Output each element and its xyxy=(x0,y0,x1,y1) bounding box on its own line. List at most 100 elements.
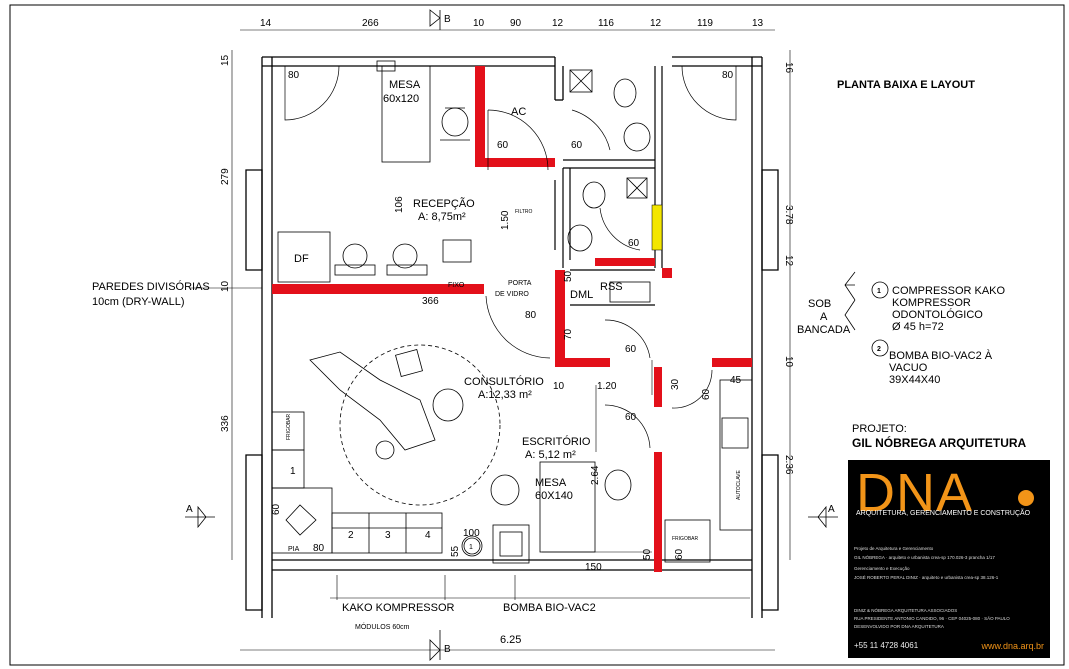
rss-label: RSS xyxy=(600,281,623,293)
dim-150v: 1.50 xyxy=(500,210,511,230)
dim-60e: 60 xyxy=(701,388,712,400)
dim-top-6: 12 xyxy=(650,18,662,29)
module-2: 2 xyxy=(348,530,354,541)
logo-dot-icon xyxy=(1018,490,1034,506)
yellow-highlight xyxy=(651,204,663,251)
dim-top-3: 90 xyxy=(510,18,522,29)
dim-150h: 150 xyxy=(585,562,602,573)
dim-10: 10 xyxy=(553,381,565,392)
dim-right-3: 10 xyxy=(783,356,794,368)
dim-45: 45 xyxy=(730,375,742,386)
frigobar-label-2: FRIGOBAR xyxy=(672,536,699,542)
autoclave-label: AUTOCLAVE xyxy=(736,470,742,500)
dim-80c: 80 xyxy=(525,310,537,321)
dim-60d: 60 xyxy=(625,344,637,355)
door-swings xyxy=(284,65,737,449)
section-b-top: B xyxy=(444,14,451,25)
bomba-label: BOMBA BIO-VAC2 xyxy=(503,602,596,614)
dim-top-2: 10 xyxy=(473,18,485,29)
filtro-label: FILTRO xyxy=(515,209,533,215)
legend-1-line-4: Ø 45 h=72 xyxy=(892,321,944,333)
dim-top-4: 12 xyxy=(552,18,564,29)
module-4: 4 xyxy=(425,530,431,541)
consultorio-area: A:12,33 m² xyxy=(478,389,532,401)
drywall-partitions xyxy=(272,66,752,572)
legend-1-line-3: ODONTOLÓGICO xyxy=(892,308,983,321)
reception-name: RECEPÇÃO xyxy=(413,197,475,210)
dimension-lines xyxy=(231,29,791,651)
info-line-4: DINIZ & NÓBREGA ARQUITETURA ASSOCIADOS xyxy=(854,608,958,613)
partition-note-1: PAREDES DIVISÓRIAS xyxy=(92,280,210,293)
modulos-label: MÓDULOS 60cm xyxy=(355,622,410,631)
legend-1-num: 1 xyxy=(877,288,881,295)
partition-note-2: 10cm (DRY-WALL) xyxy=(92,296,185,308)
info-line-0: Projeto de Arquitetura e Gerenciamento xyxy=(854,546,934,551)
frigobar-label-1: FRIGOBAR xyxy=(286,413,292,440)
porta-vidro-label-2: DE VIDRO xyxy=(495,291,529,298)
dim-120: 1.20 xyxy=(597,381,617,392)
mesa-office-name: MESA xyxy=(535,477,567,489)
section-markers xyxy=(185,9,889,661)
dim-left-1: 279 xyxy=(220,168,231,185)
interior-walls xyxy=(554,66,663,306)
website-url: www.dna.arq.br xyxy=(981,641,1044,651)
furniture xyxy=(271,60,753,564)
dim-top-1: 266 xyxy=(362,18,379,29)
pia-label: PIA xyxy=(288,546,300,553)
section-a-left: A xyxy=(186,504,193,515)
reception-area: A: 8,75m² xyxy=(418,211,466,223)
dim-top-8: 13 xyxy=(752,18,764,29)
dim-right-4: 2.36 xyxy=(783,455,794,475)
legend-1-line-1: COMPRESSOR KAKO xyxy=(892,285,1006,297)
mesa-office-size: 60X140 xyxy=(535,490,573,502)
dim-80a: 80 xyxy=(288,70,300,81)
phone-number: +55 11 4728 4061 xyxy=(854,641,919,650)
porta-vidro-label-1: PORTA xyxy=(508,280,532,287)
exterior-walls xyxy=(245,56,779,618)
df-label: DF xyxy=(294,253,309,265)
dml-label: DML xyxy=(570,289,593,301)
dim-right-0: 16 xyxy=(783,62,794,74)
dim-left-2: 10 xyxy=(220,280,231,292)
legend-2-line-2: VACUO xyxy=(889,362,928,374)
section-a-right: A xyxy=(828,504,835,515)
dim-60c: 60 xyxy=(628,238,640,249)
dim-60h: 60 xyxy=(271,503,282,515)
ac-label: AC xyxy=(511,106,526,118)
sheet-border xyxy=(9,4,1065,666)
legend-2-line-3: 39X44X40 xyxy=(889,374,940,386)
dim-left-3: 336 xyxy=(220,415,231,432)
sob-label-3: BANCADA xyxy=(797,324,851,336)
dim-70: 70 xyxy=(563,328,574,340)
dim-60b: 60 xyxy=(571,140,583,151)
dim-right-1: 3.78 xyxy=(783,205,794,225)
info-line-2: Gerenciamento e Execução xyxy=(854,566,910,571)
fixo-label: FIXO xyxy=(448,282,465,289)
dim-bottom-total: 6.25 xyxy=(500,634,521,646)
escritorio-area: A: 5,12 m² xyxy=(525,449,576,461)
mesa-reception-name: MESA xyxy=(389,79,421,91)
title-block-logo-panel: DNA ARQUITETURA, GERENCIAMENTO E CONSTRU… xyxy=(848,460,1050,658)
logo-tagline: ARQUITETURA, GERENCIAMENTO E CONSTRUÇÃO xyxy=(856,510,1031,517)
sob-label-2: A xyxy=(820,311,828,323)
dim-top-0: 14 xyxy=(260,18,272,29)
kako-label: KAKO KOMPRESSOR xyxy=(342,602,455,614)
info-line-1: GIL NÓBREGA · arquiteto e urbanista crea… xyxy=(854,555,995,560)
dim-264: 2.64 xyxy=(590,465,601,485)
module-1: 1 xyxy=(290,466,296,477)
circle-1-label: 1 xyxy=(469,544,473,551)
inner-dimensions: 80 80 60 60 60 106 1.50 366 80 50 70 60 … xyxy=(271,70,742,573)
info-line-3: JOSÉ ROBERTO PERAL DINIZ · arquiteto e u… xyxy=(854,575,999,580)
project-name: GIL NÓBREGA ARQUITETURA xyxy=(852,435,1027,450)
dim-top-7: 119 xyxy=(697,18,713,29)
dim-50a: 50 xyxy=(563,270,574,282)
dim-100: 100 xyxy=(463,528,480,539)
module-3: 3 xyxy=(385,530,391,541)
mesa-reception-size: 60x120 xyxy=(383,93,419,105)
legend-1-line-2: KOMPRESSOR xyxy=(892,297,971,309)
escritorio-name: ESCRITÓRIO xyxy=(522,435,591,448)
dim-80d: 80 xyxy=(313,543,325,554)
dna-logo: DNA xyxy=(856,463,974,523)
dim-60g: 60 xyxy=(674,548,685,560)
